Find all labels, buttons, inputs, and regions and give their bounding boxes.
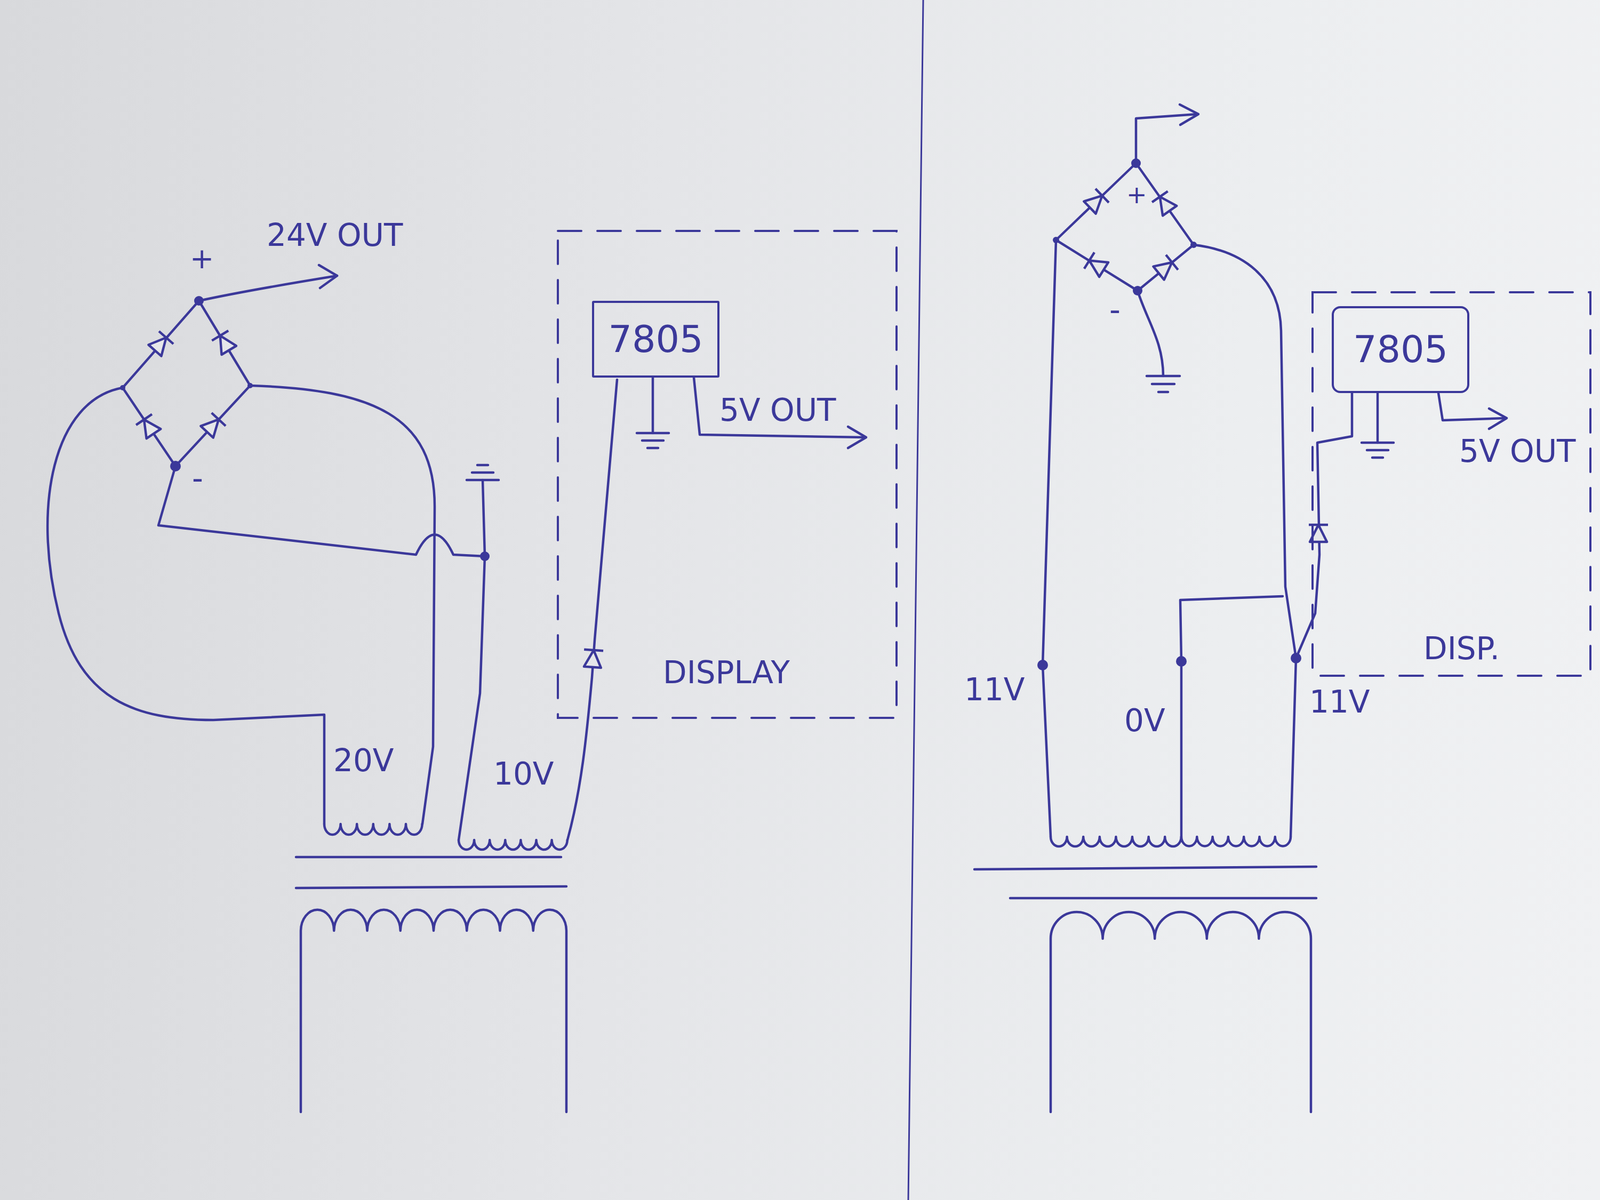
- diode-symbol: [1083, 188, 1109, 215]
- ground-wire: [1137, 290, 1164, 376]
- diode-symbol: [200, 412, 226, 439]
- diode-symbol: [582, 649, 604, 668]
- ground-symbol: [1146, 376, 1180, 392]
- winding-wire: [250, 385, 435, 824]
- voltage-label: 20V: [333, 744, 394, 779]
- supply-wire: [567, 379, 618, 840]
- dashed-outline: [557, 230, 897, 718]
- voltage-label: 11V: [1309, 685, 1370, 720]
- voltage-label: 11V: [964, 673, 1025, 708]
- bridge-wire: [122, 300, 251, 467]
- polarity-sign: +: [1126, 181, 1148, 209]
- page-divider: [908, 0, 924, 1200]
- regulator-box: 7805: [1331, 306, 1470, 394]
- output-wire: [693, 377, 866, 438]
- output-label: 24V OUT: [266, 218, 403, 253]
- diode-symbol: [147, 331, 174, 357]
- winding-wire: [1193, 244, 1296, 837]
- ground-symbol: [636, 433, 669, 448]
- output-label: 5V OUT: [719, 393, 837, 428]
- supply-wire: [1296, 393, 1352, 659]
- junction-dot: [1176, 656, 1187, 667]
- region-label: DISPLAY: [662, 656, 790, 691]
- bridge-wire: [1056, 163, 1194, 291]
- arrow-head: [1489, 408, 1507, 429]
- secondary-winding: [458, 840, 568, 850]
- diode-symbol: [211, 330, 237, 356]
- junction-dot: [1037, 659, 1048, 671]
- primary-winding: [300, 909, 567, 1112]
- winding-wire: [458, 556, 485, 840]
- diode-symbol: [1084, 252, 1109, 278]
- winding-wire: [47, 387, 325, 824]
- secondary-winding: [1181, 836, 1291, 847]
- ground-symbol: [466, 465, 499, 480]
- primary-winding: [1050, 912, 1311, 1112]
- part-number: 7805: [1353, 329, 1448, 371]
- diode-symbol: [211, 330, 237, 356]
- diode-symbol: [1152, 191, 1178, 217]
- regulator-box: 7805: [592, 300, 720, 378]
- arrow-head: [848, 426, 867, 448]
- secondary-winding: [1050, 836, 1182, 847]
- diode-symbol: [200, 412, 226, 439]
- diode-symbol: [1152, 254, 1179, 281]
- ground-wire: [158, 466, 485, 557]
- ground-wire: [651, 377, 655, 434]
- polarity-sign: +: [189, 242, 214, 275]
- diode-symbol: [147, 331, 174, 357]
- arrow-head: [1179, 104, 1199, 125]
- diode-symbol: [136, 414, 162, 440]
- transformer-core: [974, 866, 1317, 899]
- diode-symbol: [1152, 191, 1178, 217]
- winding-wire: [1042, 240, 1056, 837]
- ground-symbol: [1361, 442, 1394, 458]
- diode-symbol: [136, 414, 162, 440]
- dashed-region: DISPLAY 7805: [556, 229, 899, 720]
- polarity-sign: -: [192, 461, 204, 496]
- diode-symbol: [1084, 252, 1109, 278]
- arrow-head: [318, 265, 338, 288]
- voltage-label: 10V: [493, 757, 554, 792]
- transformer-core: [296, 857, 567, 888]
- center-tap-wire: [1180, 596, 1283, 837]
- output-label: 5V OUT: [1459, 434, 1576, 469]
- diode-symbol: [1152, 254, 1179, 281]
- voltage-label: 0V: [1124, 704, 1166, 739]
- secondary-winding: [324, 824, 423, 835]
- output-wire: [1438, 393, 1506, 421]
- dashed-region: DISP. 7805: [1310, 290, 1592, 678]
- ground-wire: [1376, 393, 1380, 443]
- region-label: DISP.: [1423, 632, 1500, 667]
- polarity-sign: -: [1109, 293, 1121, 328]
- diode-symbol: [1083, 188, 1109, 215]
- output-wire: [198, 275, 338, 301]
- ground-wire: [482, 480, 485, 557]
- diode-symbol: [582, 649, 604, 668]
- dashed-outline: [1312, 292, 1591, 676]
- part-number: 7805: [608, 318, 703, 360]
